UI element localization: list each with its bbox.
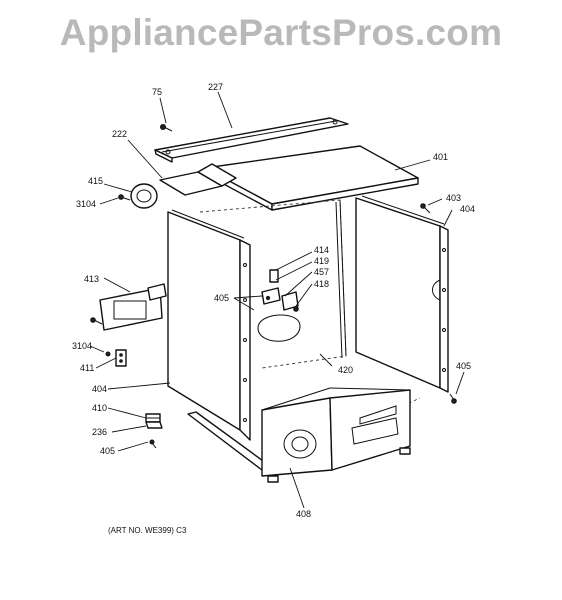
callout-415: 415 [88, 176, 103, 186]
callout-404: 404 [460, 204, 475, 214]
callout-410: 410 [92, 403, 107, 413]
callout-405: 405 [100, 446, 115, 456]
screw-405-bottom-icon [149, 439, 157, 449]
callout-222: 222 [112, 129, 127, 139]
callout-labels: 75 227 222 401 415 3104 403 404 414 419 … [72, 82, 475, 519]
site-watermark: AppliancePartsPros.com [59, 12, 503, 53]
bracket-413-part[interactable] [99, 283, 167, 331]
screw-411-icon [105, 351, 111, 357]
callout-401: 401 [433, 152, 448, 162]
leveling-leg-part[interactable] [145, 413, 163, 429]
left-side-panel-part[interactable] [167, 209, 251, 441]
screw-405-right-icon [449, 393, 457, 404]
callout-236: 236 [92, 427, 107, 437]
callout-419: 419 [314, 256, 329, 266]
right-side-panel-part[interactable] [355, 195, 449, 393]
callout-405: 405 [214, 293, 229, 303]
callout-403: 403 [446, 193, 461, 203]
callout-418: 418 [314, 279, 329, 289]
callout-420: 420 [338, 365, 353, 375]
base-frame-part[interactable] [187, 387, 421, 483]
callout-3104: 3104 [76, 199, 96, 209]
callout-413: 413 [84, 274, 99, 284]
clip-411-part[interactable] [115, 349, 127, 367]
rear-panel-part[interactable] [199, 199, 347, 369]
art-number-caption: (ART NO. WE399) C3 [108, 526, 187, 535]
top-cover-part[interactable] [204, 145, 419, 211]
callout-408: 408 [296, 509, 311, 519]
top-rail-part[interactable] [154, 117, 349, 163]
callout-75: 75 [152, 87, 162, 97]
callout-405: 405 [456, 361, 471, 371]
callout-227: 227 [208, 82, 223, 92]
callout-leaders [89, 91, 465, 509]
screw-403-icon [420, 203, 431, 214]
round-plate-415-part[interactable] [130, 183, 158, 209]
switch-assembly-part[interactable] [261, 269, 299, 312]
callout-404: 404 [92, 384, 107, 394]
screw-3104-lower-icon [90, 317, 103, 325]
callout-457: 457 [314, 267, 329, 277]
bracket-222-part[interactable] [159, 163, 237, 196]
callout-3104: 3104 [72, 341, 92, 351]
screw-3104-top-icon [118, 194, 131, 201]
callout-414: 414 [314, 245, 329, 255]
screw-75-icon [160, 124, 173, 132]
callout-411: 411 [80, 363, 94, 373]
